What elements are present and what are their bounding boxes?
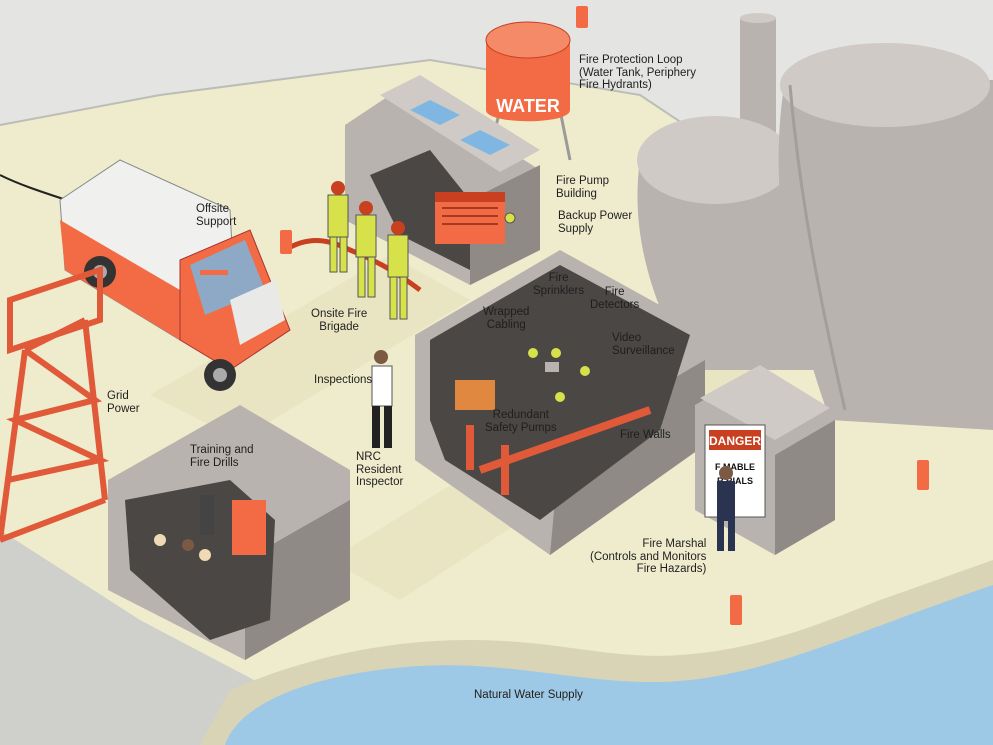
danger-sign-line1: F MABLE	[715, 462, 755, 472]
cooling-towers	[637, 13, 993, 430]
label-wrapped-cabling: Wrapped Cabling	[483, 306, 530, 331]
label-offsite-support: Offsite Support	[196, 203, 237, 228]
natural-water-supply-area	[200, 560, 993, 745]
label-fire-pump-building: Fire Pump Building	[556, 175, 610, 200]
fire-hydrants	[280, 6, 929, 625]
label-backup-power-supply: Backup Power Supply	[558, 210, 633, 235]
fire-truck	[0, 159, 291, 391]
label-video-surveillance: Video Surveillance	[612, 332, 675, 357]
label-fire-walls: Fire Walls	[620, 429, 671, 441]
label-grid-power: Grid Power	[107, 390, 140, 415]
danger-sign-header: DANGER	[709, 434, 761, 448]
label-fire-marshal: Fire Marshal (Controls and Monitors Fire…	[590, 538, 707, 575]
onsite-fire-brigade-figures	[283, 181, 422, 320]
label-fire-sprinklers: Fire Sprinklers	[533, 272, 585, 297]
label-redundant-safety-pumps: Redundant Safety Pumps	[485, 409, 557, 434]
label-fire-protection-loop: Fire Protection Loop (Water Tank, Periph…	[579, 54, 696, 91]
label-training-and-fire-drills: Training and Fire Drills	[190, 444, 254, 469]
label-natural-water-supply: Natural Water Supply	[474, 689, 583, 701]
training-building	[108, 405, 350, 660]
label-onsite-fire-brigade: Onsite Fire Brigade	[311, 308, 368, 333]
tank-label: WATER	[496, 96, 560, 116]
equipment-building	[415, 250, 705, 555]
water-tank: WATER	[485, 21, 572, 161]
transmission-tower	[0, 265, 110, 543]
label-inspections: Inspections	[314, 374, 373, 386]
fire-marshal-building: DANGER F MABLE R RIALS	[695, 365, 835, 555]
nrc-inspector-figure	[371, 350, 393, 448]
label-nrc-resident-inspector: NRC Resident Inspector	[356, 451, 404, 488]
label-fire-detectors: Fire Detectors	[590, 286, 640, 311]
